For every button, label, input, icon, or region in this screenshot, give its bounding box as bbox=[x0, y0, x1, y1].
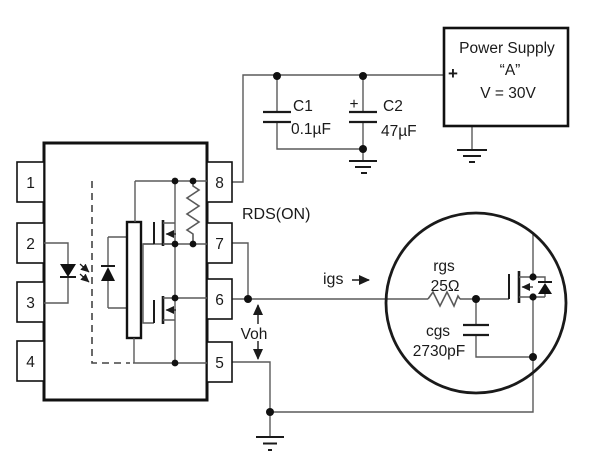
ic-package: 1 2 3 4 8 7 6 5 bbox=[16, 141, 233, 402]
photodiode bbox=[101, 236, 127, 309]
c2-polarity: + bbox=[349, 96, 358, 113]
wire-cgs-branch bbox=[475, 299, 533, 358]
light-arrow-icon bbox=[79, 273, 90, 283]
annotation-rds-on: RDS(ON) bbox=[242, 206, 310, 223]
junction-dot bbox=[359, 72, 367, 80]
cgs-capacitor-plates bbox=[463, 323, 489, 337]
pin-box-5 bbox=[206, 341, 233, 383]
c1-plates bbox=[263, 110, 291, 124]
junction-dot bbox=[189, 240, 197, 248]
power-supply-box bbox=[442, 26, 570, 128]
photodiode-wires bbox=[107, 236, 127, 309]
wire-pin5-return bbox=[231, 297, 534, 413]
rgs-resistor-icon bbox=[427, 290, 461, 308]
junction-dot bbox=[171, 294, 179, 302]
junction-dot bbox=[359, 145, 367, 153]
junction-dots bbox=[244, 72, 537, 416]
pin-number-1: 1 bbox=[26, 175, 35, 192]
pin-number-7: 7 bbox=[215, 236, 224, 253]
junction-dot bbox=[171, 177, 179, 185]
cgs-value: 2730pF bbox=[413, 343, 466, 360]
igs-label: igs bbox=[323, 271, 343, 288]
power-supply-name: Power Supply bbox=[459, 40, 555, 57]
pin-box-8 bbox=[206, 161, 233, 203]
supply-rail-wires bbox=[231, 74, 473, 183]
wire-pin7 bbox=[231, 242, 249, 299]
driver-block bbox=[125, 220, 143, 340]
power-supply: + Power Supply “A” V = 30V bbox=[442, 26, 570, 128]
junction-dot bbox=[529, 353, 537, 361]
led-diode-icon bbox=[60, 264, 76, 277]
input-led bbox=[44, 242, 76, 304]
c2-name: C2 bbox=[383, 98, 403, 115]
internal-mosfet-upper bbox=[153, 220, 176, 246]
cgs-name: cgs bbox=[426, 323, 450, 340]
internal-pin5-rail bbox=[133, 338, 207, 364]
pin-box-7 bbox=[206, 222, 233, 264]
pin-number-3: 3 bbox=[26, 295, 35, 312]
light-arrow-icon bbox=[79, 263, 90, 273]
led-wires bbox=[44, 242, 69, 304]
junction-dot bbox=[529, 273, 537, 281]
light-arrows bbox=[79, 263, 90, 283]
gate-bus bbox=[142, 243, 154, 324]
junction-dot bbox=[529, 293, 537, 301]
voh-label: Voh bbox=[241, 326, 268, 343]
annotation-igs: igs bbox=[323, 271, 370, 288]
rds-on-resistor-icon bbox=[185, 181, 201, 244]
capacitor-c2: + C2 47µF bbox=[349, 96, 417, 140]
internal-mosfet-lower bbox=[153, 296, 176, 324]
c1-name: C1 bbox=[293, 98, 313, 115]
pin-box-3 bbox=[16, 281, 45, 323]
pin-box-6 bbox=[206, 278, 233, 320]
ground-symbol-capacitors bbox=[349, 160, 377, 174]
dut-circle bbox=[384, 211, 568, 395]
body-diode-icon bbox=[538, 283, 552, 294]
c1-value: 0.1µF bbox=[291, 121, 331, 138]
pin-number-2: 2 bbox=[26, 236, 35, 253]
wire-pin8-to-supply bbox=[231, 74, 444, 183]
power-supply-voltage: V = 30V bbox=[480, 85, 536, 102]
pin-number-6: 6 bbox=[215, 292, 224, 309]
annotation-voh: Voh bbox=[241, 304, 268, 360]
ground-symbol-main bbox=[256, 436, 284, 451]
junction-dot bbox=[273, 72, 281, 80]
pin-box-1 bbox=[16, 161, 45, 203]
power-supply-designator: “A” bbox=[500, 62, 521, 79]
capacitor-c1: C1 0.1µF bbox=[263, 98, 331, 138]
junction-dot bbox=[266, 408, 274, 416]
junction-dot bbox=[189, 177, 197, 185]
power-supply-plus: + bbox=[448, 64, 458, 83]
pin-number-5: 5 bbox=[215, 355, 224, 372]
pin-box-2 bbox=[16, 222, 45, 264]
junction-dot bbox=[244, 295, 252, 303]
isolation-barrier-dashed bbox=[91, 181, 130, 364]
photodiode-icon bbox=[101, 267, 115, 281]
rgs-value: 25Ω bbox=[431, 278, 460, 295]
c2-value: 47µF bbox=[381, 123, 417, 140]
pin-box-4 bbox=[16, 340, 45, 382]
ground-symbol-supply bbox=[457, 149, 487, 163]
junction-dot bbox=[472, 295, 480, 303]
c2-plates bbox=[349, 110, 377, 124]
dut-circle-group: rgs 25Ω cgs 2730pF bbox=[384, 211, 568, 395]
load-mosfet bbox=[508, 271, 552, 303]
wire-capacitor-branches bbox=[276, 76, 364, 160]
rgs-name: rgs bbox=[433, 258, 455, 275]
rds-on-label: RDS(ON) bbox=[242, 206, 310, 223]
junction-dot bbox=[171, 240, 179, 248]
pin-number-8: 8 bbox=[215, 175, 224, 192]
pin-number-4: 4 bbox=[26, 354, 35, 371]
junction-dot bbox=[171, 359, 179, 367]
